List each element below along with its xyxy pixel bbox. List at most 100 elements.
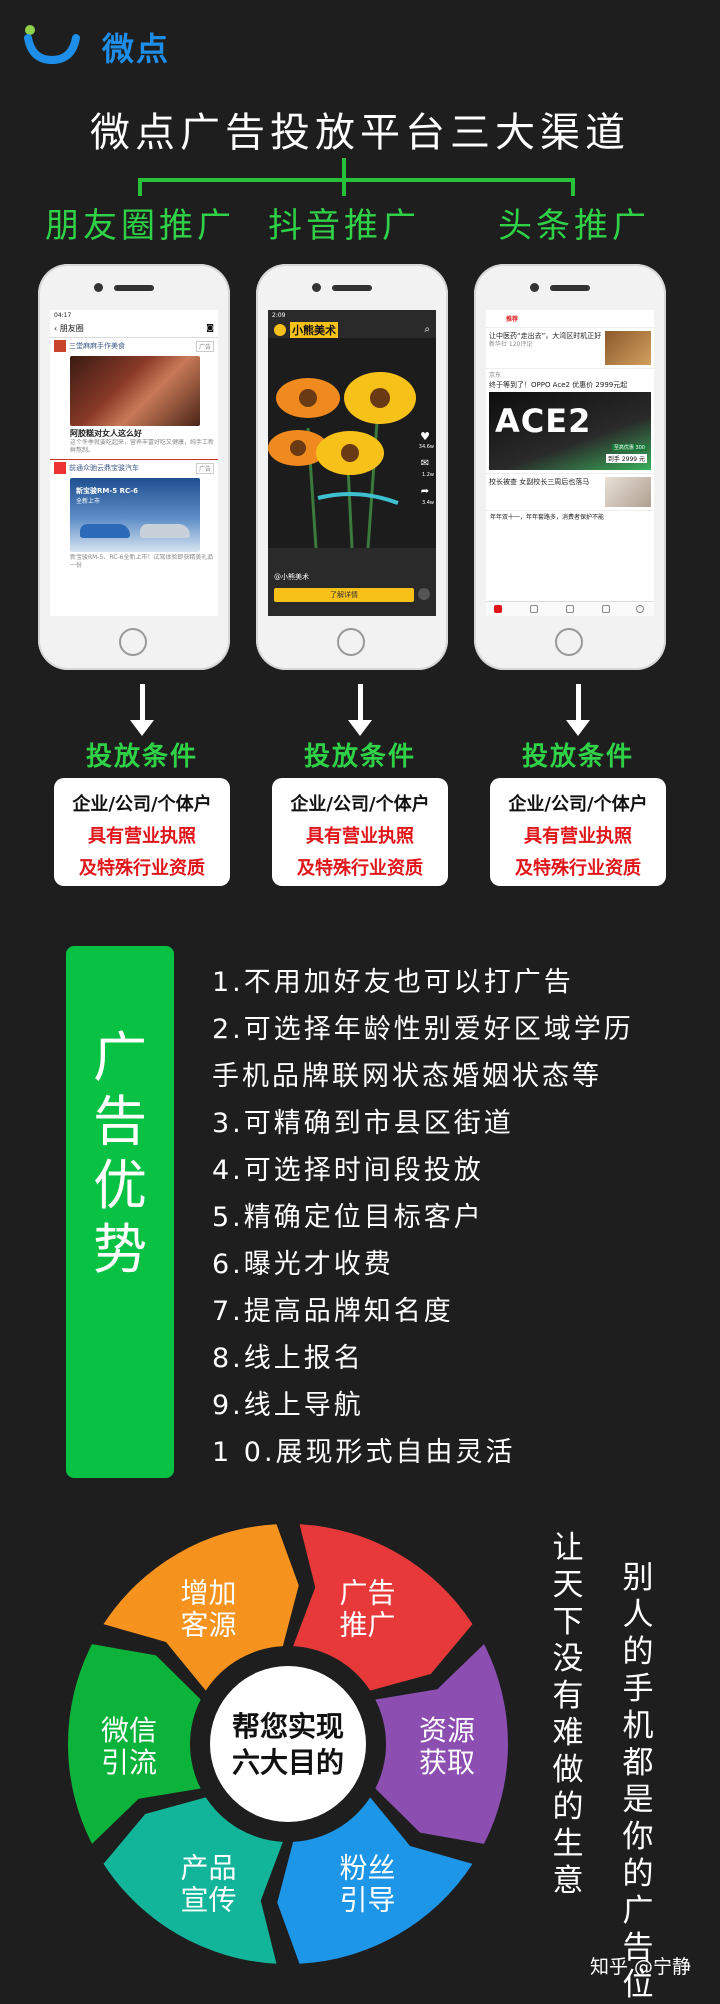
news-item[interactable]: 校长被查 女副校长三周后也落马 [486, 473, 654, 510]
advantage-item: 9.线上导航 [212, 1390, 364, 1421]
cta-button[interactable]: 了解详情 [274, 588, 414, 602]
channel-label-toutiao: 头条推广 [498, 206, 650, 246]
mall-tab-icon[interactable] [602, 605, 610, 613]
ad-account: 京东 [489, 372, 502, 379]
cycle-label-wechat: 微信 [101, 1714, 157, 1747]
camera-icon[interactable]: ◙ [206, 323, 214, 332]
ad-tag[interactable]: 广告 [195, 462, 214, 474]
advantages-panel: 广告优势 [66, 946, 174, 1478]
cycle-center-line1: 帮您实现 [232, 1710, 344, 1743]
avatar[interactable] [54, 340, 66, 352]
profile-tab-icon[interactable] [636, 605, 644, 613]
comment-count: 1.2w [421, 472, 434, 478]
cycle-label-fans: 引导 [339, 1884, 395, 1917]
status-bar: 2:09 [272, 312, 286, 319]
home-button[interactable] [119, 628, 147, 656]
cycle-segment-ad-promo [293, 1524, 473, 1691]
search-icon[interactable]: ⌕ [424, 324, 430, 335]
cycle-label-wechat: 引流 [101, 1746, 157, 1779]
home-button[interactable] [555, 628, 583, 656]
avatar[interactable] [54, 462, 66, 474]
conditions-title: 投放条件 [85, 742, 198, 772]
ad-price-label: 至高优惠 300 [611, 444, 647, 451]
food-photo[interactable] [70, 356, 200, 426]
like-icon[interactable]: ♥ [420, 430, 430, 443]
ad-item[interactable]: 京东 终于等到了！OPPO Ace2 优惠价 2999元起 ACE2 至高优惠 … [486, 368, 654, 473]
phone-douyin: 2:09 小熊美术 ⌕ ♥ 34.6w ✉ 1.2w ➦ 3.4w @小熊美术 … [256, 264, 448, 670]
conditions-title: 投放条件 [521, 742, 634, 772]
tab-hot[interactable]: 热榜 [523, 316, 536, 323]
phone-camera [312, 283, 321, 292]
phone-speaker [114, 285, 154, 291]
cycle-label-product: 产品 [180, 1852, 236, 1885]
brand-logo: 微点 [22, 14, 182, 68]
conditions-card: 企业/公司/个体户 具有营业执照 及特殊行业资质 [490, 778, 666, 886]
phone-screen: 2:09 小熊美术 ⌕ ♥ 34.6w ✉ 1.2w ➦ 3.4w @小熊美术 … [268, 310, 436, 616]
back-icon[interactable]: ‹ [54, 324, 60, 333]
down-arrow-icon [140, 684, 145, 722]
moments-header-title: 朋友圈 [59, 324, 84, 333]
condition-qualification: 及特殊行业资质 [297, 858, 423, 879]
douyin-account-tag[interactable]: 小熊美术 [274, 322, 338, 338]
car-ad-photo[interactable]: 新宝骏RM-5 RC-6 全新上市 [70, 478, 200, 552]
tab-novel[interactable]: 免费小说 [574, 316, 599, 323]
news-item[interactable]: 让中医药“走出去”，大湾区时机正好 新华社 120评论 [486, 328, 654, 368]
cycle-segment-fans [277, 1797, 473, 1964]
condition-entity: 企业/公司/个体户 [508, 794, 648, 815]
cycle-segment-resources [375, 1644, 508, 1844]
advantage-item: 6.曝光才收费 [212, 1249, 394, 1280]
share-icon[interactable]: ➦ [420, 486, 430, 497]
ad-tag[interactable]: 广告 [195, 340, 214, 352]
post2-header: 前通众驰云鼎宝骏汽车 广告 [50, 459, 218, 476]
advantage-item: 7.提高品牌知名度 [212, 1296, 454, 1327]
tab-follow[interactable]: 关注 [489, 316, 502, 323]
advantage-item: 1.不用加好友也可以打广告 [212, 967, 574, 998]
home-tab-icon[interactable] [494, 605, 502, 613]
headline: 让中医药“走出去”，大湾区时机正好 [489, 332, 602, 340]
cycle-label-customers: 客源 [180, 1608, 236, 1641]
douyin-handle[interactable]: @小熊美术 [274, 573, 309, 581]
channel-label-moments: 朋友圈推广 [45, 206, 235, 246]
down-arrow-icon [130, 720, 154, 736]
down-arrow-icon [358, 684, 363, 722]
task-tab-icon[interactable] [566, 605, 574, 613]
condition-entity: 企业/公司/个体户 [72, 794, 212, 815]
tab-recommend[interactable]: 推荐 [506, 316, 519, 323]
moments-header: ‹ 朋友圈 ◙ [50, 323, 218, 338]
cycle-segment-product [103, 1797, 283, 1964]
tab-video[interactable]: 视频 [540, 316, 553, 323]
connector-left [138, 178, 142, 196]
ad-price: 到手 2999 元 [605, 454, 647, 463]
music-disc-icon[interactable] [418, 588, 430, 600]
down-arrow-icon [348, 720, 372, 736]
condition-entity: 企业/公司/个体户 [290, 794, 430, 815]
cycle-label-customers: 增加 [180, 1576, 236, 1609]
bottom-nav [486, 601, 654, 616]
post1-author[interactable]: 三堂麻麻手作美食 [69, 342, 125, 350]
comment-icon[interactable]: ✉ [420, 458, 430, 469]
post1-header: 三堂麻麻手作美食 广告 [50, 338, 218, 354]
post2-author[interactable]: 前通众驰云鼎宝骏汽车 [69, 464, 139, 472]
headline: 年年双十一，年年套路多，消费者保护不能 [486, 510, 654, 522]
cycle-label-ad-promo: 广告 [339, 1576, 395, 1609]
home-button[interactable] [337, 628, 365, 656]
connector-bar [138, 178, 575, 182]
post2-text: 新宝骏RM-5、RC-6全新上市！试驾体验即获精美礼品一份 [70, 554, 214, 569]
car-sub: 全新上市 [76, 498, 101, 505]
video-tab-icon[interactable] [530, 605, 538, 613]
phone-screen: 关注 推荐 热榜 视频 六安 免费小说 让中医药“走出去”，大湾区时机正好 新华… [486, 310, 654, 616]
ad-image: ACE2 至高优惠 300 到手 2999 元 [489, 392, 651, 470]
ad-title: 终于等到了！OPPO Ace2 优惠价 2999元起 [489, 381, 628, 389]
cycle-segment-customers [103, 1524, 299, 1691]
phone-wechat-moments: 04:17 ‹ 朋友圈 ◙ 三堂麻麻手作美食 广告 阿胶糕对女人这么好 这个冬季… [38, 264, 230, 670]
conditions-card: 企业/公司/个体户 具有营业执照 及特殊行业资质 [54, 778, 230, 886]
cycle-label-resources: 资源 [419, 1714, 475, 1747]
tab-local[interactable]: 六安 [557, 316, 570, 323]
account-avatar [274, 324, 286, 336]
advantage-item: 4.可选择时间段投放 [212, 1155, 484, 1186]
connector-mid [342, 178, 346, 196]
cycle-segment-wechat [67, 1644, 201, 1844]
advantage-item: 3.可精确到市县区街道 [212, 1108, 514, 1139]
headline: 校长被查 女副校长三周后也落马 [489, 478, 590, 486]
